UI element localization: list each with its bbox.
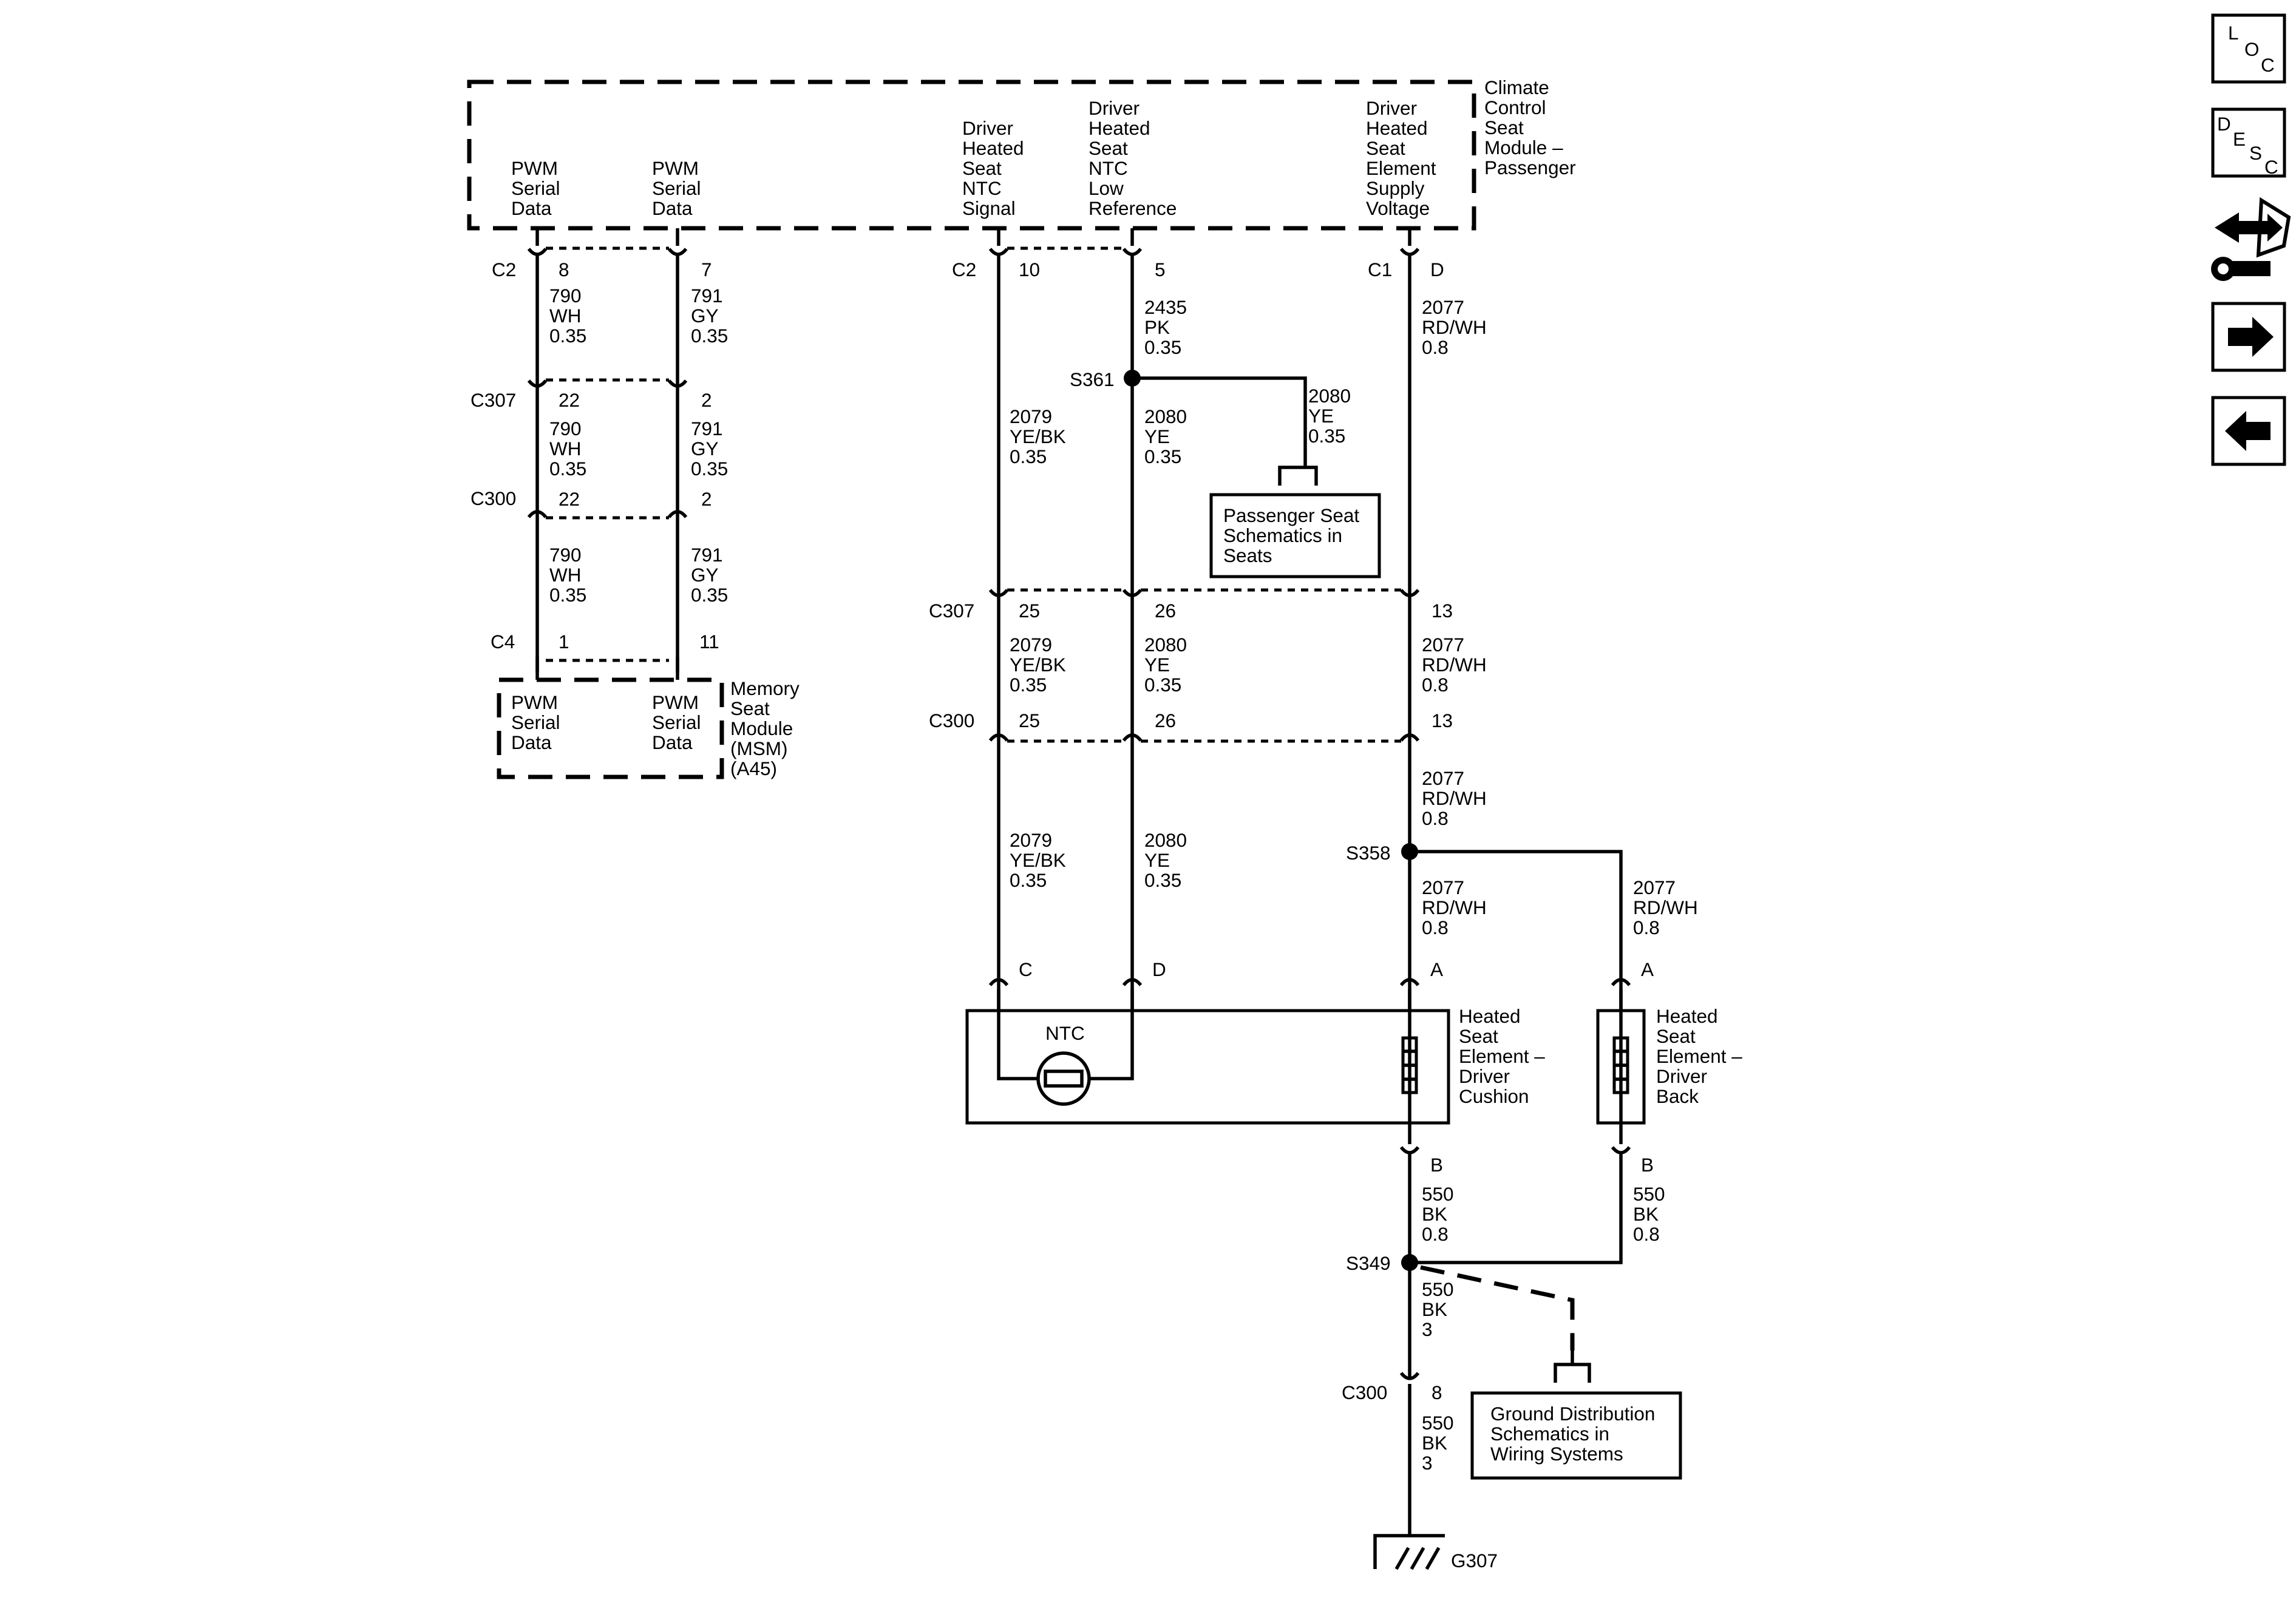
svg-text:O: O: [2244, 38, 2260, 60]
conn-pin: 7: [701, 259, 712, 280]
conn-pin: 22: [559, 389, 580, 411]
svg-text:E: E: [2233, 128, 2246, 150]
conn-pin: 26: [1155, 710, 1176, 731]
ground-g307-icon: [1373, 1534, 1445, 1570]
conn-pin: 2: [701, 389, 712, 411]
ground-distribution-ref-box[interactable]: [1470, 1391, 1682, 1480]
splice-s361-label: S361: [1070, 368, 1115, 390]
arrow-left-icon[interactable]: [2211, 396, 2286, 466]
conn-c4: C4: [491, 631, 515, 653]
conn-pin: 25: [1019, 710, 1040, 731]
svg-text:D: D: [2217, 113, 2231, 135]
conn-pin: A: [1641, 958, 1654, 980]
ntc-label: NTC: [1045, 1022, 1085, 1044]
conn-c307-b: C307: [929, 600, 974, 622]
conn-c300: C300: [470, 487, 516, 509]
heated-seat-cushion-box: [965, 1009, 1450, 1125]
splice-s349-label: S349: [1346, 1252, 1391, 1274]
loc-icon[interactable]: L O C: [2211, 13, 2286, 84]
conn-pin: B: [1641, 1154, 1654, 1176]
conn-pin: A: [1430, 958, 1443, 980]
conn-pin: 5: [1155, 259, 1166, 280]
conn-c2: C2: [492, 259, 516, 280]
conn-pin: 25: [1019, 600, 1040, 622]
conn-pin: 26: [1155, 600, 1176, 622]
conn-c1: C1: [1368, 259, 1392, 280]
splice-s349: [1401, 1254, 1418, 1271]
conn-pin: D: [1152, 958, 1166, 980]
conn-c300-b: C300: [929, 710, 974, 731]
connector-tools-icon[interactable]: [2211, 197, 2291, 281]
msm-module-outline: [497, 677, 724, 779]
conn-pin: 13: [1432, 710, 1453, 731]
svg-text:L: L: [2228, 22, 2239, 44]
conn-pin: D: [1430, 259, 1444, 280]
conn-pin: 22: [559, 488, 580, 510]
conn-c300-c: C300: [1342, 1381, 1387, 1403]
arrow-right-icon[interactable]: [2211, 302, 2286, 372]
svg-text:S: S: [2249, 142, 2262, 164]
splice-s358-label: S358: [1346, 842, 1391, 864]
conn-pin: 8: [559, 259, 569, 280]
conn-pin: 10: [1019, 259, 1040, 280]
conn-pin: 1: [559, 631, 569, 653]
svg-text:C: C: [2264, 156, 2278, 178]
ntc-thermistor-body: [1044, 1070, 1084, 1088]
ground-label: G307: [1451, 1550, 1498, 1571]
conn-c307: C307: [470, 389, 516, 411]
passenger-seat-ref-box[interactable]: [1209, 493, 1381, 578]
conn-pin: B: [1430, 1154, 1443, 1176]
conn-pin: 13: [1432, 600, 1453, 622]
conn-pin: 8: [1432, 1381, 1442, 1403]
conn-pin: 2: [701, 488, 712, 510]
conn-pin: 11: [699, 631, 719, 653]
ntc-thermistor-icon: [1036, 1051, 1091, 1106]
climate-module-outline: [467, 80, 1476, 231]
conn-pin: C: [1019, 958, 1033, 980]
desc-icon[interactable]: D E S C: [2211, 107, 2286, 178]
svg-text:C: C: [2261, 54, 2275, 76]
conn-c2-b: C2: [952, 259, 976, 280]
